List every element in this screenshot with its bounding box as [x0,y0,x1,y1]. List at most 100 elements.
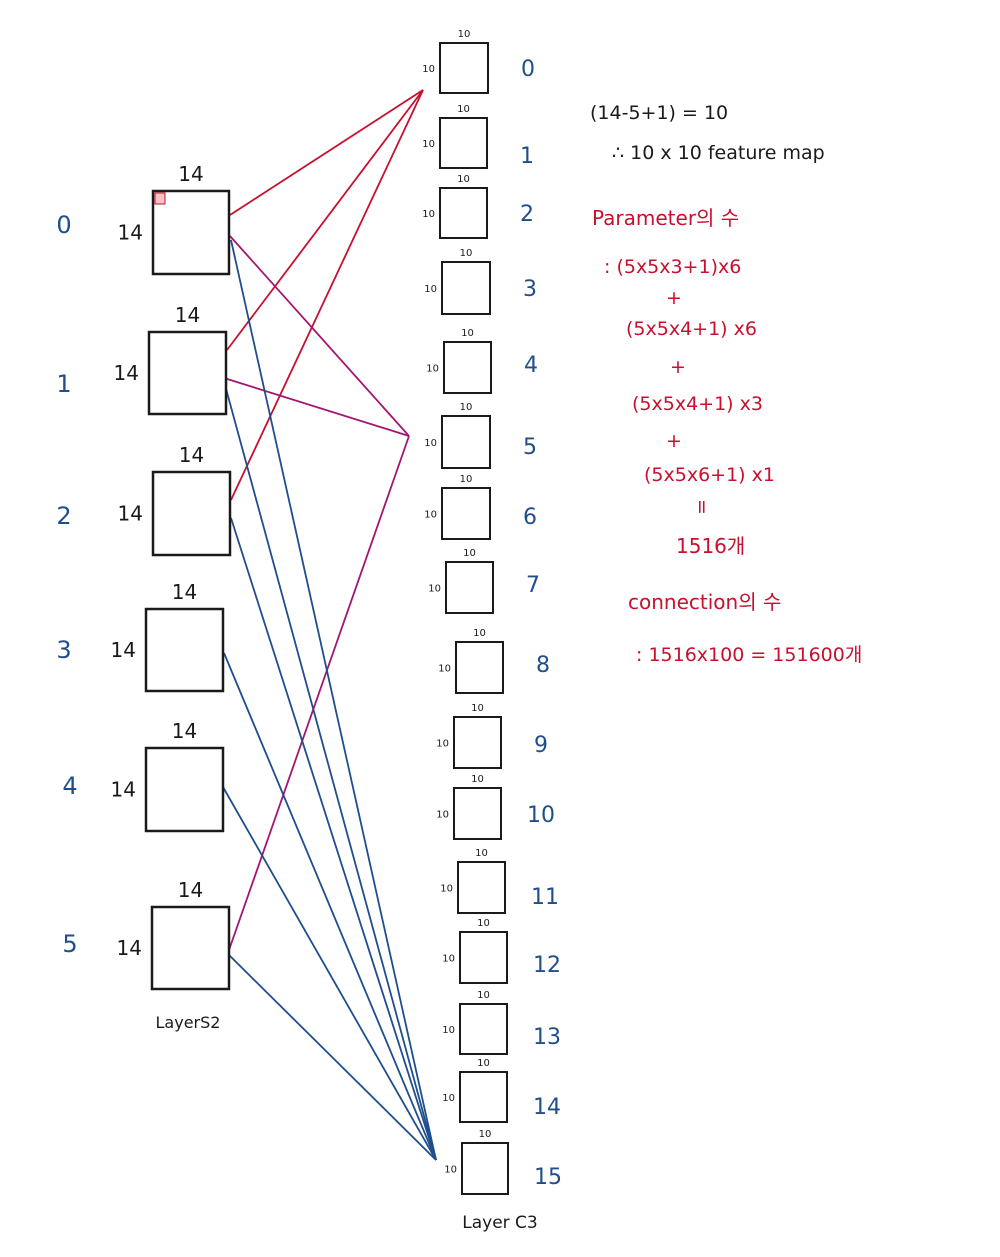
parameter-term-4: (5x5x6+1) x1 [644,464,775,486]
connection-line-s2-3-c3-15 [223,652,437,1161]
c3-feature-map-4 [443,341,492,394]
c3-feature-map-11 [457,861,506,914]
s2-map-index: 3 [56,636,71,664]
c3-feature-map-3 [441,261,491,315]
connection-lines [222,89,437,1161]
c3-map-width-label: 10 [477,990,490,1001]
c3-map-width-label: 10 [458,29,471,40]
formula-feature-map: ∴ 10 x 10 feature map [612,142,825,164]
c3-map-width-label: 10 [460,248,473,259]
c3-map-index: 0 [521,57,535,82]
plus-sign-3: + [666,430,682,452]
c3-map-index: 13 [533,1025,561,1050]
c3-map-index: 6 [523,505,537,530]
c3-map-index: 1 [520,144,534,169]
c3-map-height-label: 10 [436,810,449,821]
s2-feature-map-0 [151,189,231,276]
c3-map-width-label: 10 [477,918,490,929]
s2-map-width-label: 14 [178,878,203,902]
s2-map-index: 1 [56,370,71,398]
connection-line-s2-0-c3-5 [229,235,410,437]
c3-map-height-label: 10 [424,284,437,295]
c3-map-height-label: 10 [436,739,449,750]
s2-feature-map-1 [147,330,228,416]
parameter-total: 1516개 [676,534,746,558]
s2-map-height-label: 14 [118,502,143,526]
c3-map-width-label: 10 [479,1129,492,1140]
c3-map-height-label: 10 [422,64,435,75]
c3-map-width-label: 10 [477,1058,490,1069]
c3-feature-map-10 [453,787,502,840]
c3-map-index: 9 [534,733,548,758]
c3-map-index: 2 [520,202,534,227]
parameter-term-1: : (5x5x3+1)x6 [604,256,742,278]
equals-sign: = [690,499,713,515]
c3-feature-map-7 [445,561,494,614]
s2-map-width-label: 14 [172,719,197,743]
layer-s2-caption: LayerS2 [156,1013,221,1032]
plus-sign-1: + [666,287,682,309]
c3-map-height-label: 10 [422,209,435,220]
s2-feature-map-4 [144,746,225,833]
s2-map-width-label: 14 [178,162,203,186]
c3-feature-map-9 [453,716,502,769]
c3-feature-map-6 [441,487,491,540]
c3-feature-map-13 [459,1003,508,1055]
c3-map-width-label: 10 [457,174,470,185]
c3-map-height-label: 10 [426,364,439,375]
s2-feature-map-2 [151,470,232,557]
c3-feature-map-1 [439,117,488,169]
connection-total: : 1516x100 = 151600개 [636,644,863,666]
s2-map-height-label: 14 [118,221,143,245]
plus-sign-2: + [670,356,686,378]
c3-map-index: 4 [524,353,538,378]
c3-map-index: 7 [526,573,540,598]
c3-map-width-label: 10 [475,848,488,859]
c3-feature-map-5 [441,415,491,469]
s2-map-index: 5 [62,930,77,958]
s2-feature-map-3 [144,607,225,693]
s2-map-index: 0 [56,211,71,239]
formula-output-size: (14-5+1) = 10 [590,102,729,124]
c3-map-height-label: 10 [444,1165,457,1176]
connection-line-s2-1-c3-5 [223,377,410,437]
connection-line-s2-0-c3-0 [229,89,424,216]
s2-map-height-label: 14 [111,638,136,662]
c3-map-height-label: 10 [442,1093,455,1104]
c3-map-width-label: 10 [463,548,476,559]
s2-map-index: 2 [56,502,71,530]
s2-feature-map-5 [150,905,231,991]
c3-feature-map-2 [439,187,488,239]
receptive-field-highlight [154,192,166,205]
c3-feature-map-12 [459,931,508,984]
c3-map-index: 8 [536,653,550,678]
c3-map-height-label: 10 [440,884,453,895]
connection-line-s2-1-c3-0 [226,89,424,351]
connection-line-s2-2-c3-15 [230,517,437,1161]
s2-map-width-label: 14 [179,443,204,467]
c3-map-height-label: 10 [424,510,437,521]
parameter-term-3: (5x5x4+1) x3 [632,393,763,415]
c3-feature-map-14 [459,1071,508,1123]
connection-line-s2-5-c3-5 [228,435,410,951]
connection-line-s2-2-c3-0 [230,89,424,501]
s2-map-height-label: 14 [117,936,142,960]
c3-map-index: 14 [533,1095,561,1120]
c3-map-height-label: 10 [442,954,455,965]
s2-map-width-label: 14 [175,303,200,327]
s2-map-height-label: 14 [111,778,136,802]
c3-map-index: 15 [534,1165,562,1190]
c3-map-index: 5 [523,435,537,460]
c3-map-height-label: 10 [438,664,451,675]
c3-map-width-label: 10 [460,474,473,485]
c3-map-index: 11 [531,885,559,910]
c3-map-width-label: 10 [460,402,473,413]
c3-feature-map-0 [439,42,489,94]
connection-line-s2-4-c3-15 [222,786,437,1161]
connection-line-s2-0-c3-15 [230,239,437,1161]
s2-map-width-label: 14 [172,580,197,604]
c3-map-width-label: 10 [471,703,484,714]
